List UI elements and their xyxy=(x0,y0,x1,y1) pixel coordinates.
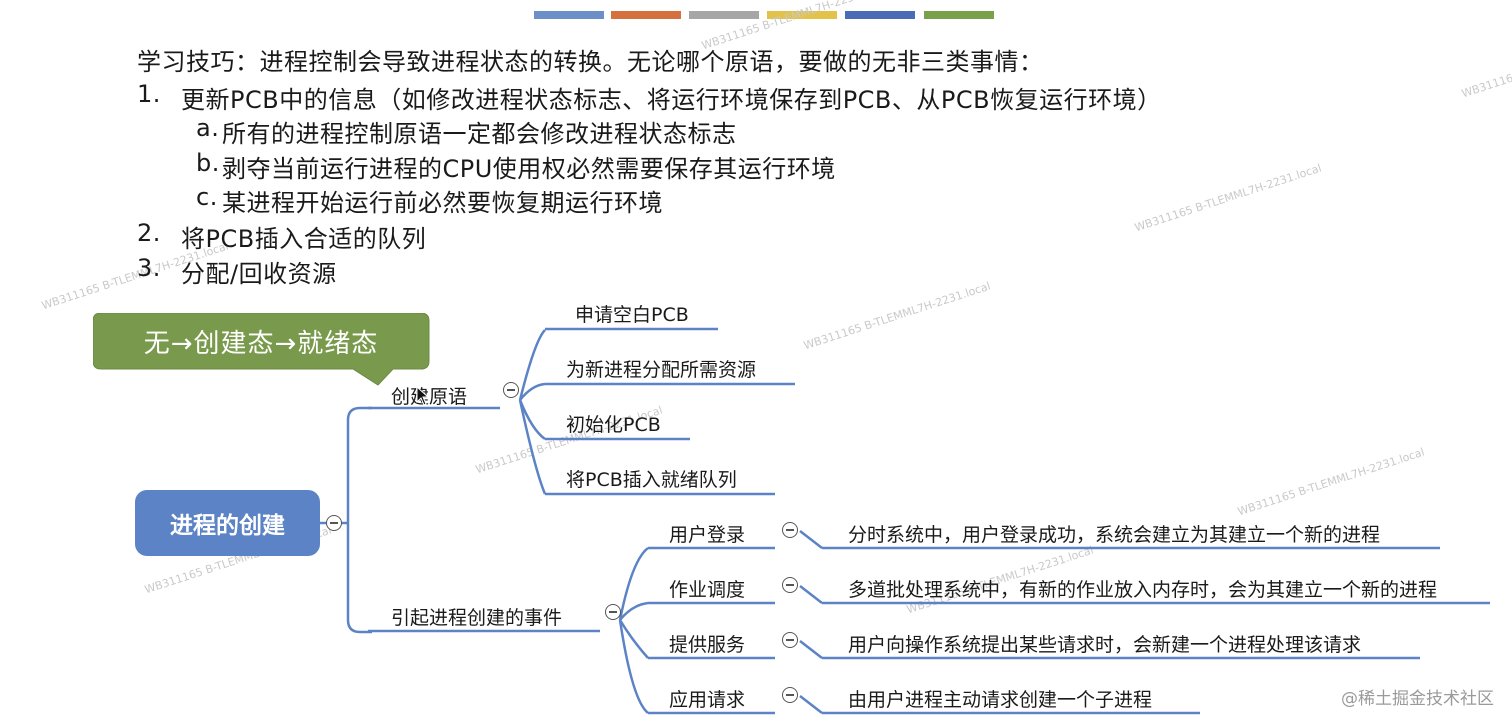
branch-creation-events[interactable]: 引起进程创建的事件 xyxy=(391,607,563,629)
header-color-bar-1 xyxy=(534,11,604,19)
header-color-bar-6 xyxy=(924,11,994,19)
tips-item-3-number: 3. xyxy=(137,254,161,282)
tips-item-3: 分配/回收资源 xyxy=(181,260,337,288)
tips-intro: 学习技巧：进程控制会导致进程状态的转换。无论哪个原语，要做的无非三类事情： xyxy=(137,48,1044,76)
callout-text: 无→创建态→就绪态 xyxy=(143,328,379,359)
tips-sub-a-number: a. xyxy=(196,114,220,142)
header-color-bar-5 xyxy=(845,11,915,19)
event-label-3[interactable]: 提供服务 xyxy=(669,634,746,656)
event-1-collapse-icon[interactable] xyxy=(782,522,798,538)
event-4-collapse-icon[interactable] xyxy=(782,687,798,703)
event-2-collapse-icon[interactable] xyxy=(782,577,798,593)
create-step-2[interactable]: 为新进程分配所需资源 xyxy=(566,359,757,381)
event-detail-3[interactable]: 用户向操作系统提出某些请求时，会新建一个进程处理该请求 xyxy=(848,634,1362,656)
tips-sub-b: 剥夺当前运行进程的CPU使用权必然需要保存其运行环境 xyxy=(222,155,836,183)
event-label-4[interactable]: 应用请求 xyxy=(669,689,746,711)
callout-shape xyxy=(93,313,430,386)
tips-item-2-number: 2. xyxy=(137,219,161,247)
event-3-collapse-icon[interactable] xyxy=(782,632,798,648)
branch-create-primitive[interactable]: 创建原语 xyxy=(391,386,468,408)
tips-sub-a: 所有的进程控制原语一定都会修改进程状态标志 xyxy=(222,120,737,148)
header-color-bar-3 xyxy=(689,11,759,19)
site-watermark: @稀土掘金技术社区 xyxy=(1341,689,1494,709)
mindmap-root-node[interactable]: 进程的创建 xyxy=(135,490,320,556)
create-step-1[interactable]: 申请空白PCB xyxy=(575,304,689,326)
mouse-cursor-icon xyxy=(416,386,430,406)
root-collapse-icon[interactable] xyxy=(326,515,342,531)
tips-sub-c: 某进程开始运行前必然要恢复期运行环境 xyxy=(222,189,663,217)
create-step-4[interactable]: 将PCB插入就绪队列 xyxy=(566,469,737,491)
create-step-3[interactable]: 初始化PCB xyxy=(566,414,661,436)
event-label-1[interactable]: 用户登录 xyxy=(669,524,746,546)
branch-creation-events-collapse-icon[interactable] xyxy=(605,604,621,620)
event-detail-2[interactable]: 多道批处理系统中，有新的作业放入内存时，会为其建立一个新的进程 xyxy=(848,579,1438,601)
event-detail-1[interactable]: 分时系统中，用户登录成功，系统会建立为其建立一个新的进程 xyxy=(848,524,1381,546)
tips-item-2: 将PCB插入合适的队列 xyxy=(181,225,427,253)
header-color-bar-4 xyxy=(767,11,837,19)
tips-sub-c-number: c. xyxy=(196,183,218,211)
branch-create-primitive-collapse-icon[interactable] xyxy=(503,382,519,398)
tips-sub-b-number: b. xyxy=(196,149,220,177)
tips-item-1: 更新PCB中的信息（如修改进程状态标志、将运行环境保存到PCB、从PCB恢复运行… xyxy=(181,86,1162,114)
header-color-bar-2 xyxy=(611,11,681,19)
tips-item-1-number: 1. xyxy=(137,80,161,108)
event-detail-4[interactable]: 由用户进程主动请求创建一个子进程 xyxy=(848,689,1153,711)
event-label-2[interactable]: 作业调度 xyxy=(669,579,746,601)
